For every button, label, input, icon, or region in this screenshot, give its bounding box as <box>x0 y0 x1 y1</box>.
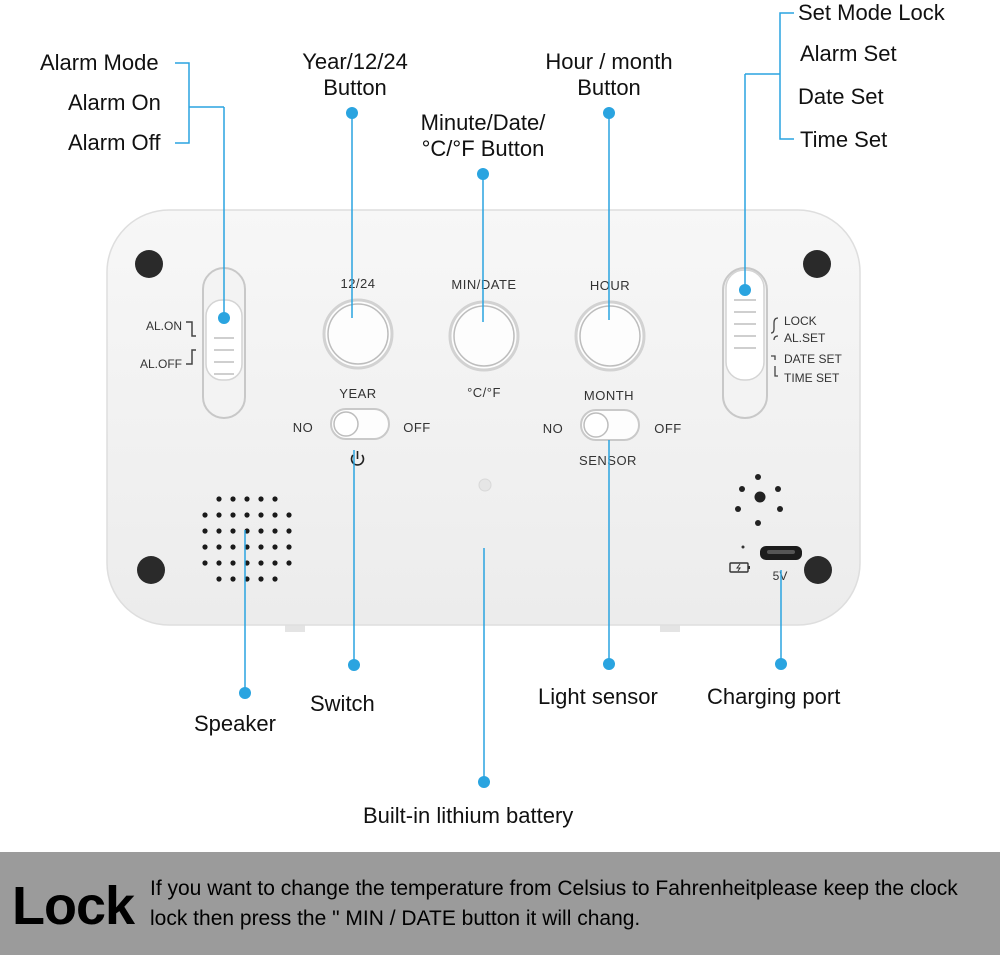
callout-time-set: Time Set <box>800 127 888 152</box>
callout-charging-port: Charging port <box>707 684 841 709</box>
callout-alarm-set: Alarm Set <box>800 41 897 66</box>
clock-back-diagram: AL.ON AL.OFF 12/24 MIN/DATE HOUR °C/°F Y… <box>106 12 861 788</box>
grille-hole <box>216 512 222 518</box>
grille-hole <box>230 528 236 534</box>
callout-light-sensor: Light sensor <box>538 684 658 709</box>
label-month: MONTH <box>584 388 634 403</box>
grille-hole <box>272 496 278 502</box>
grille-hole <box>272 528 278 534</box>
callout-minute-button: Minute/Date/ °C/°F Button <box>396 110 570 162</box>
al-set-label: AL.SET <box>784 331 826 345</box>
grille-hole <box>272 544 278 550</box>
lock-heading: Lock <box>12 876 135 936</box>
screw-hole <box>137 556 165 584</box>
power-icon <box>350 451 365 466</box>
callout-switch: Switch <box>310 691 375 716</box>
grille-hole <box>272 512 278 518</box>
grille-hole <box>258 512 264 518</box>
grille-hole <box>258 560 264 566</box>
al-on-label: AL.ON <box>146 319 182 333</box>
callout-hour-button: Hour / month Button <box>524 49 694 101</box>
buzzer-grille <box>735 474 783 526</box>
callout-year-button-line2: Button <box>323 75 387 100</box>
screw-hole <box>803 250 831 278</box>
leader-lines <box>175 12 794 782</box>
grille-hole <box>216 528 222 534</box>
callout-date-set: Date Set <box>798 84 884 109</box>
grille-hole <box>230 576 236 582</box>
button-min-date[interactable] <box>448 300 520 372</box>
grille-hole <box>202 544 208 550</box>
grille-hole <box>272 560 278 566</box>
callout-battery: Built-in lithium battery <box>363 803 574 828</box>
label-hour: HOUR <box>590 278 630 293</box>
grille-hole <box>216 496 222 502</box>
callout-minute-button-line1: Minute/Date/ <box>420 110 546 135</box>
grille-hole <box>230 512 236 518</box>
grille-hole <box>202 528 208 534</box>
callout-set-mode-lock: Set Mode Lock <box>798 0 945 25</box>
grille-hole <box>230 544 236 550</box>
callout-year-button-line1: Year/12/24 <box>302 49 408 74</box>
lock-label: LOCK <box>784 314 817 328</box>
grille-hole <box>230 496 236 502</box>
callout-alarm-on: Alarm On <box>68 90 161 115</box>
battery-icon <box>729 562 750 573</box>
grille-hole <box>202 560 208 566</box>
lock-info-banner: Lock If you want to change the temperatu… <box>0 852 1000 955</box>
callout-speaker: Speaker <box>194 711 276 736</box>
speaker-grille <box>202 496 292 582</box>
grille-hole <box>258 576 264 582</box>
date-set-label: DATE SET <box>784 352 842 366</box>
callout-alarm-mode: Alarm Mode <box>40 50 159 75</box>
grille-hole <box>244 512 250 518</box>
callout-year-button: Year/12/24 Button <box>270 49 440 101</box>
callout-hour-button-line1: Hour / month <box>545 49 673 74</box>
five-v-label: 5V <box>773 569 788 583</box>
screw-hole <box>135 250 163 278</box>
label-off-left: OFF <box>403 420 431 435</box>
grille-hole <box>230 560 236 566</box>
label-sensor: SENSOR <box>579 453 637 468</box>
grille-hole <box>286 512 292 518</box>
grille-hole <box>272 576 278 582</box>
label-year: YEAR <box>339 386 376 401</box>
grille-hole <box>216 576 222 582</box>
grille-hole <box>258 528 264 534</box>
grille-hole <box>258 544 264 550</box>
button-12-24[interactable] <box>322 298 394 370</box>
label-12-24: 12/24 <box>340 276 375 291</box>
al-off-label: AL.OFF <box>140 357 182 371</box>
label-no-left: NO <box>293 420 314 435</box>
grille-hole <box>202 512 208 518</box>
callout-minute-button-line2: °C/°F Button <box>421 136 545 161</box>
callout-hour-button-line2: Button <box>577 75 641 100</box>
leader-dots <box>218 107 787 788</box>
grille-hole <box>286 560 292 566</box>
grille-hole <box>286 528 292 534</box>
lock-instructions: If you want to change the temperature fr… <box>150 877 958 930</box>
callout-alarm-off: Alarm Off <box>68 130 161 155</box>
label-off-right: OFF <box>654 421 682 436</box>
label-celsius-f: °C/°F <box>467 385 501 400</box>
grille-hole <box>286 544 292 550</box>
grille-hole <box>258 496 264 502</box>
screw-hole <box>804 556 832 584</box>
time-set-label: TIME SET <box>784 371 840 385</box>
grille-hole <box>216 544 222 550</box>
button-hour[interactable] <box>574 300 646 372</box>
battery-compartment-mark <box>478 478 492 492</box>
grille-hole <box>216 560 222 566</box>
label-min-date: MIN/DATE <box>451 277 516 292</box>
grille-hole <box>244 496 250 502</box>
label-no-right: NO <box>543 421 564 436</box>
